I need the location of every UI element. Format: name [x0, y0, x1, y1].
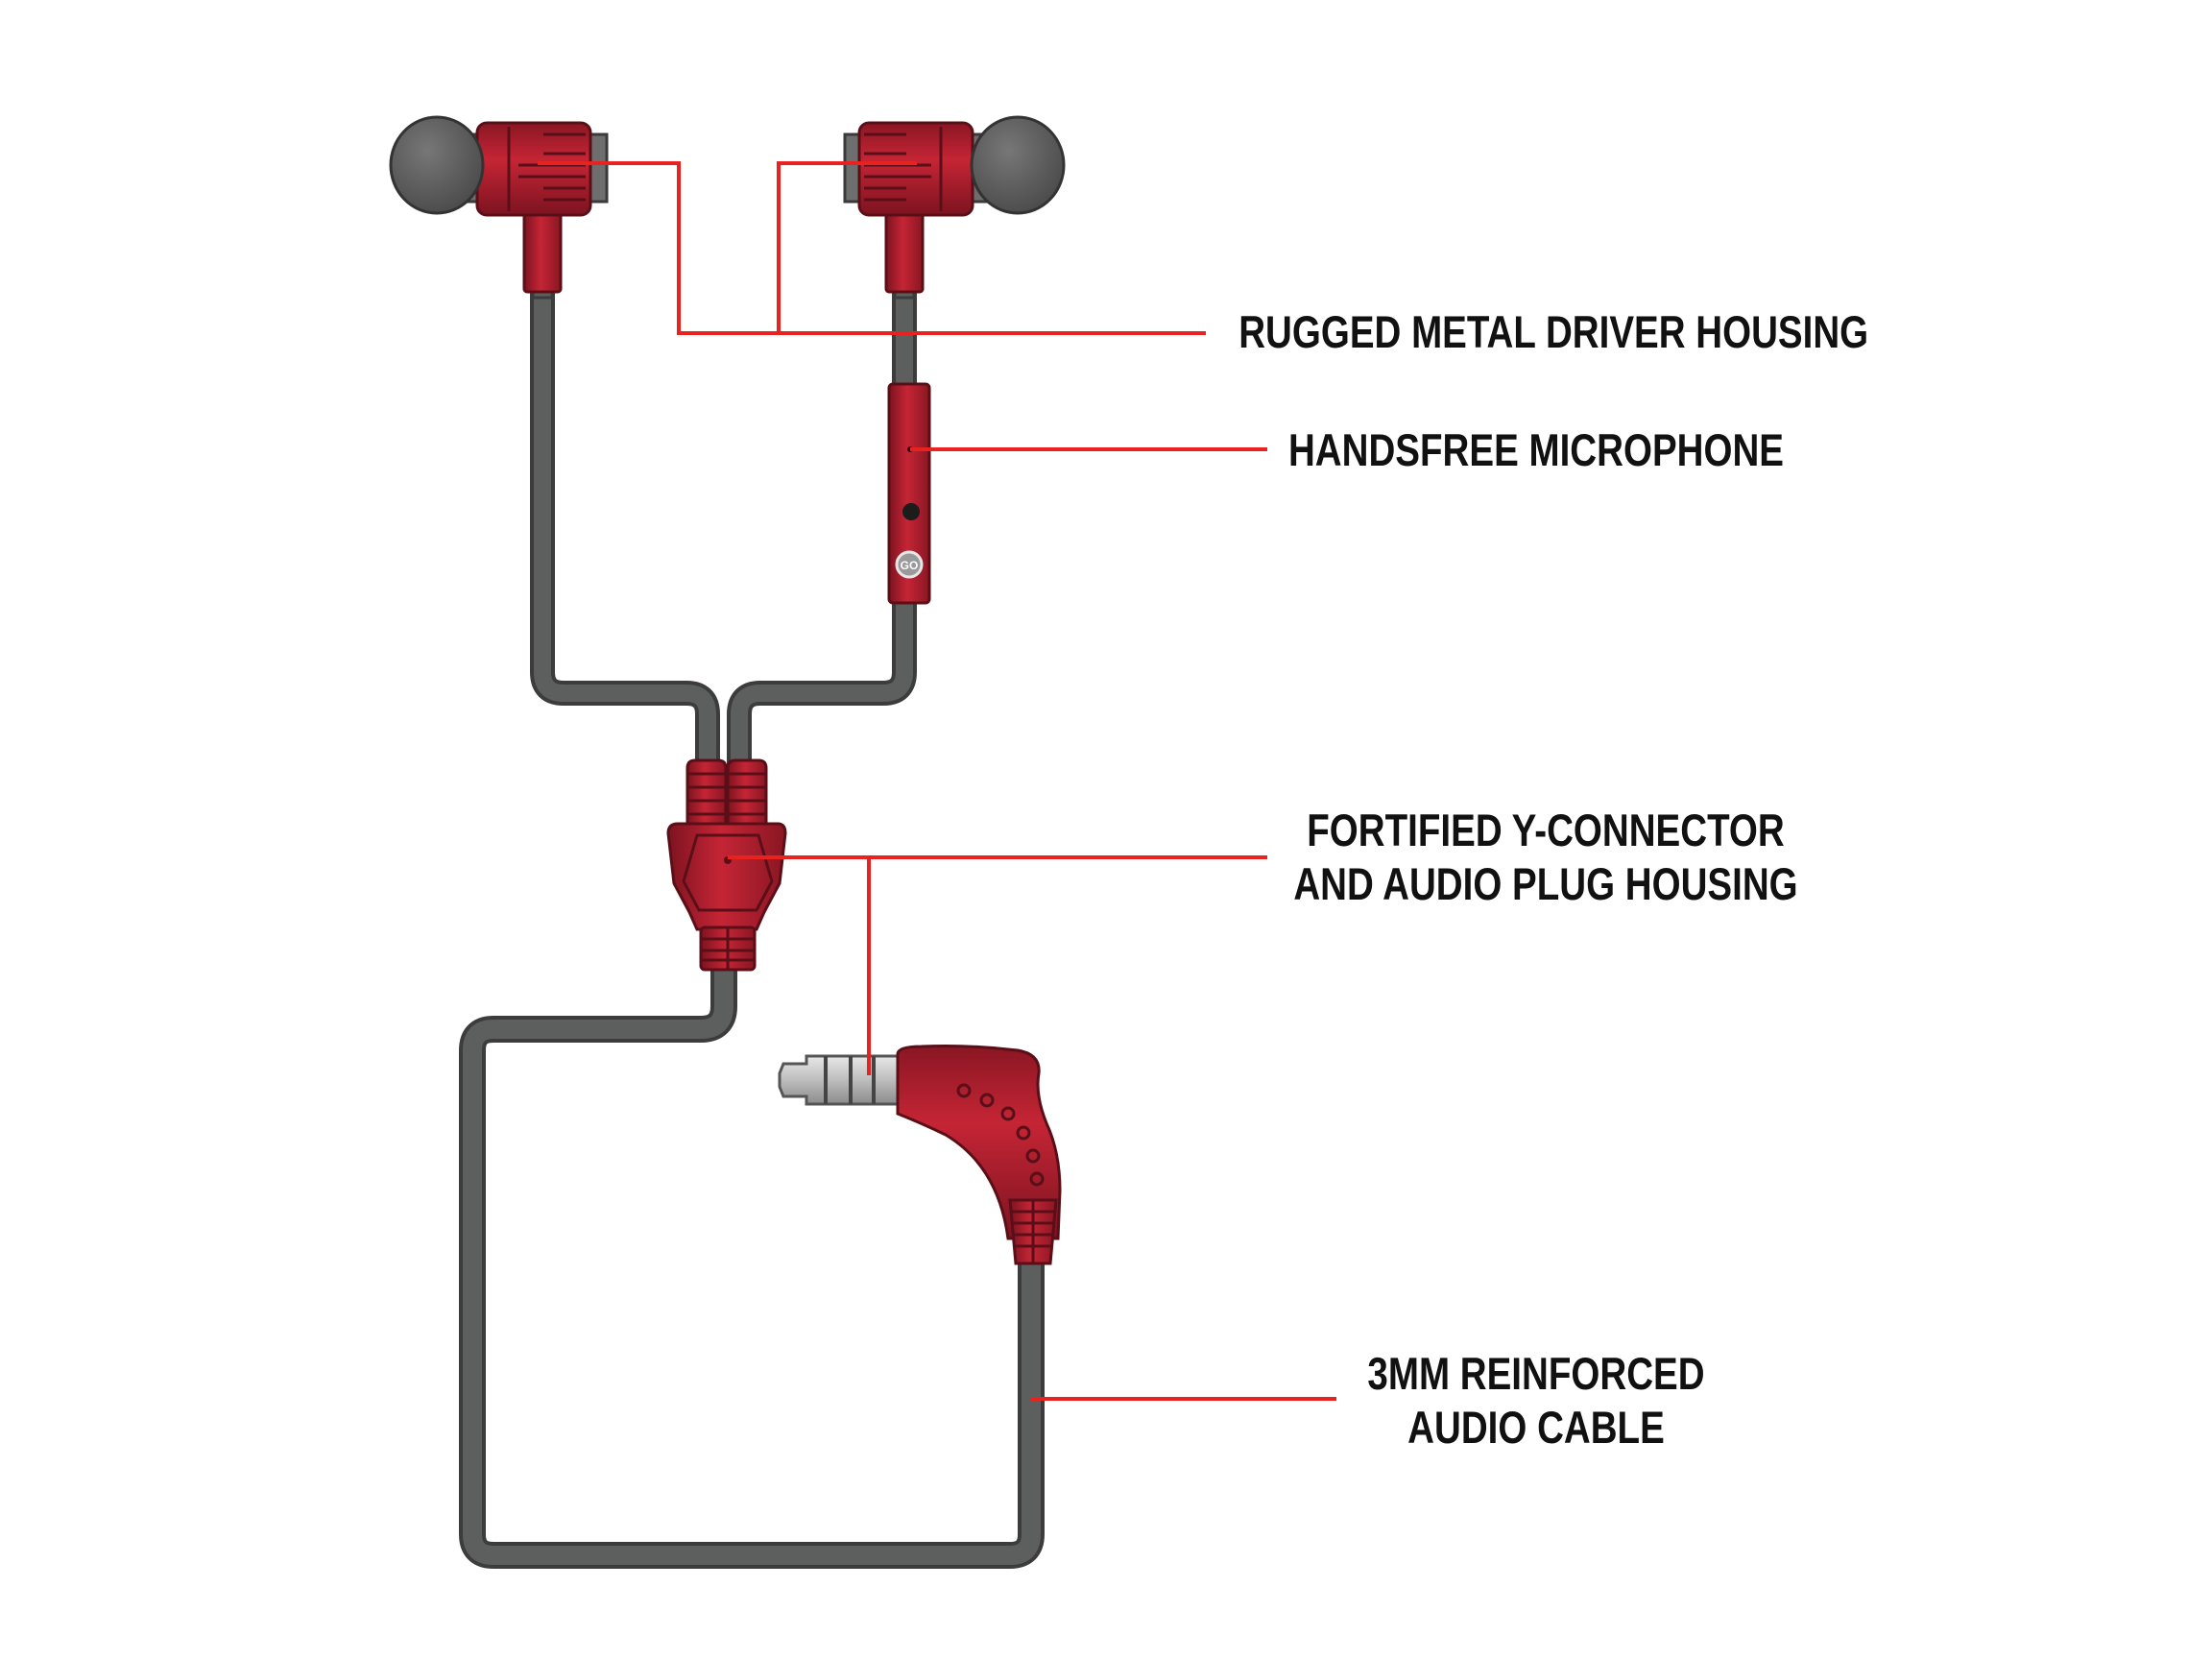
go-logo-icon [895, 550, 924, 579]
cable-group [459, 280, 1045, 1569]
y-connector-label-line2: AND AUDIO PLUG HOUSING [1293, 858, 1798, 909]
left-earbud [389, 115, 609, 300]
driver-housing-label: RUGGED METAL DRIVER HOUSING [1238, 305, 1868, 359]
right-earbud [843, 115, 1066, 300]
left-earbud-cable [530, 280, 720, 790]
right-driver-housing [857, 121, 974, 217]
left-driver-housing [475, 121, 592, 217]
driver-callout-line [538, 161, 1206, 335]
driver-housing-label-text: RUGGED METAL DRIVER HOUSING [1238, 306, 1869, 357]
left-eartip [389, 115, 485, 215]
mic-button [902, 503, 920, 520]
plug-body [896, 1045, 1062, 1240]
y-connector-label-line1: FORTIFIED Y-CONNECTOR [1307, 805, 1785, 855]
audio-plug [778, 1045, 1062, 1265]
y-connector [666, 758, 787, 972]
right-eartip [970, 115, 1066, 215]
callout-lines [538, 161, 1336, 1401]
microphone-unit: GO [887, 382, 931, 605]
y-connector-label: FORTIFIED Y-CONNECTOR AND AUDIO PLUG HOU… [1238, 804, 1853, 911]
audio-cable-label-line2: AUDIO CABLE [1407, 1402, 1665, 1453]
microphone-label: HANDSFREE MICROPHONE [1229, 423, 1843, 477]
audio-cable-label: 3MM REINFORCED AUDIO CABLE [1229, 1347, 1843, 1455]
audio-cable-label-line1: 3MM REINFORCED [1367, 1348, 1705, 1399]
plug-pin [778, 1054, 902, 1106]
microphone-label-text: HANDSFREE MICROPHONE [1287, 424, 1785, 475]
right-earbud-cable [727, 280, 917, 790]
driver-callout-line-right [777, 161, 917, 333]
mic-logo-text: GO [901, 559, 919, 572]
